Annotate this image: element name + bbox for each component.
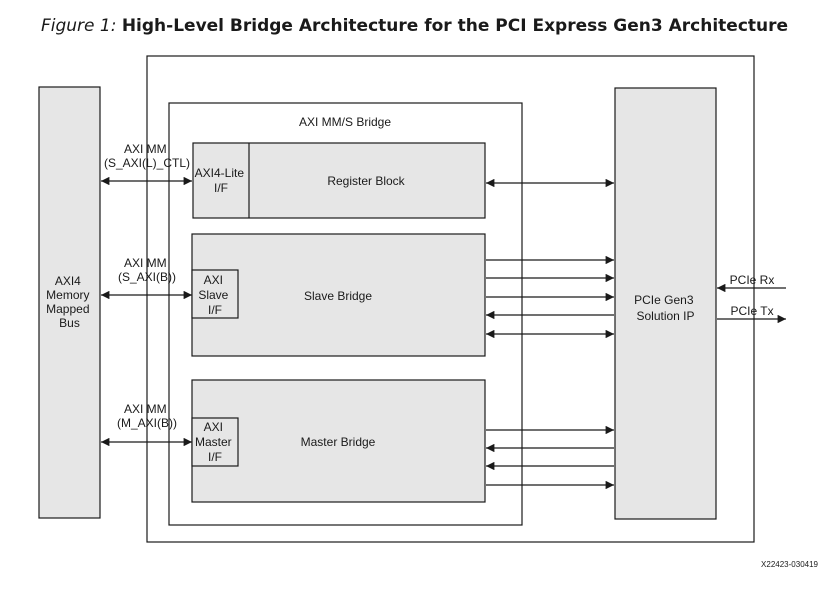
axi4-lite-if-label: AXI4-Lite I/F bbox=[195, 166, 248, 195]
figure-number: Figure 1: bbox=[40, 16, 117, 36]
axi-slave-if-label: AXI Slave I/F bbox=[198, 273, 231, 317]
pcie-tx-label: PCIe Tx bbox=[730, 304, 773, 318]
axi-slave-if-box bbox=[191, 269, 239, 319]
axi-master-if-box bbox=[191, 417, 239, 467]
master-bridge-label: Master Bridge bbox=[301, 435, 376, 449]
bridge-frame bbox=[168, 102, 523, 526]
pcie-ip-label: PCIe Gen3 Solution IP bbox=[634, 293, 697, 323]
figure-caption: Figure 1: High-Level Bridge Architecture… bbox=[0, 16, 829, 36]
s-axil-ctl-label: AXI MM (S_AXI(L)_CTL) bbox=[104, 142, 190, 170]
axi-master-if-label: AXI Master I/F bbox=[195, 420, 235, 464]
m-axi-b-label: AXI MM (M_AXI(B)) bbox=[117, 402, 177, 430]
slave-bridge-label: Slave Bridge bbox=[304, 289, 372, 303]
axi4-bus-block bbox=[38, 86, 101, 519]
bridge-title: AXI MM/S Bridge bbox=[299, 115, 391, 129]
axi4-bus-label: AXI4 Memory Mapped Bus bbox=[46, 274, 93, 330]
figure-id: X22423-030419 bbox=[761, 560, 818, 569]
figure-title: High-Level Bridge Architecture for the P… bbox=[121, 16, 789, 36]
register-block-label: Register Block bbox=[327, 174, 405, 188]
register-block bbox=[192, 142, 486, 219]
pcie-ip-block bbox=[614, 87, 717, 520]
slave-bridge-block bbox=[191, 233, 486, 357]
master-bridge-block bbox=[191, 379, 486, 503]
pcie-rx-label: PCIe Rx bbox=[730, 273, 775, 287]
s-axi-b-label: AXI MM (S_AXI(B)) bbox=[118, 256, 176, 284]
